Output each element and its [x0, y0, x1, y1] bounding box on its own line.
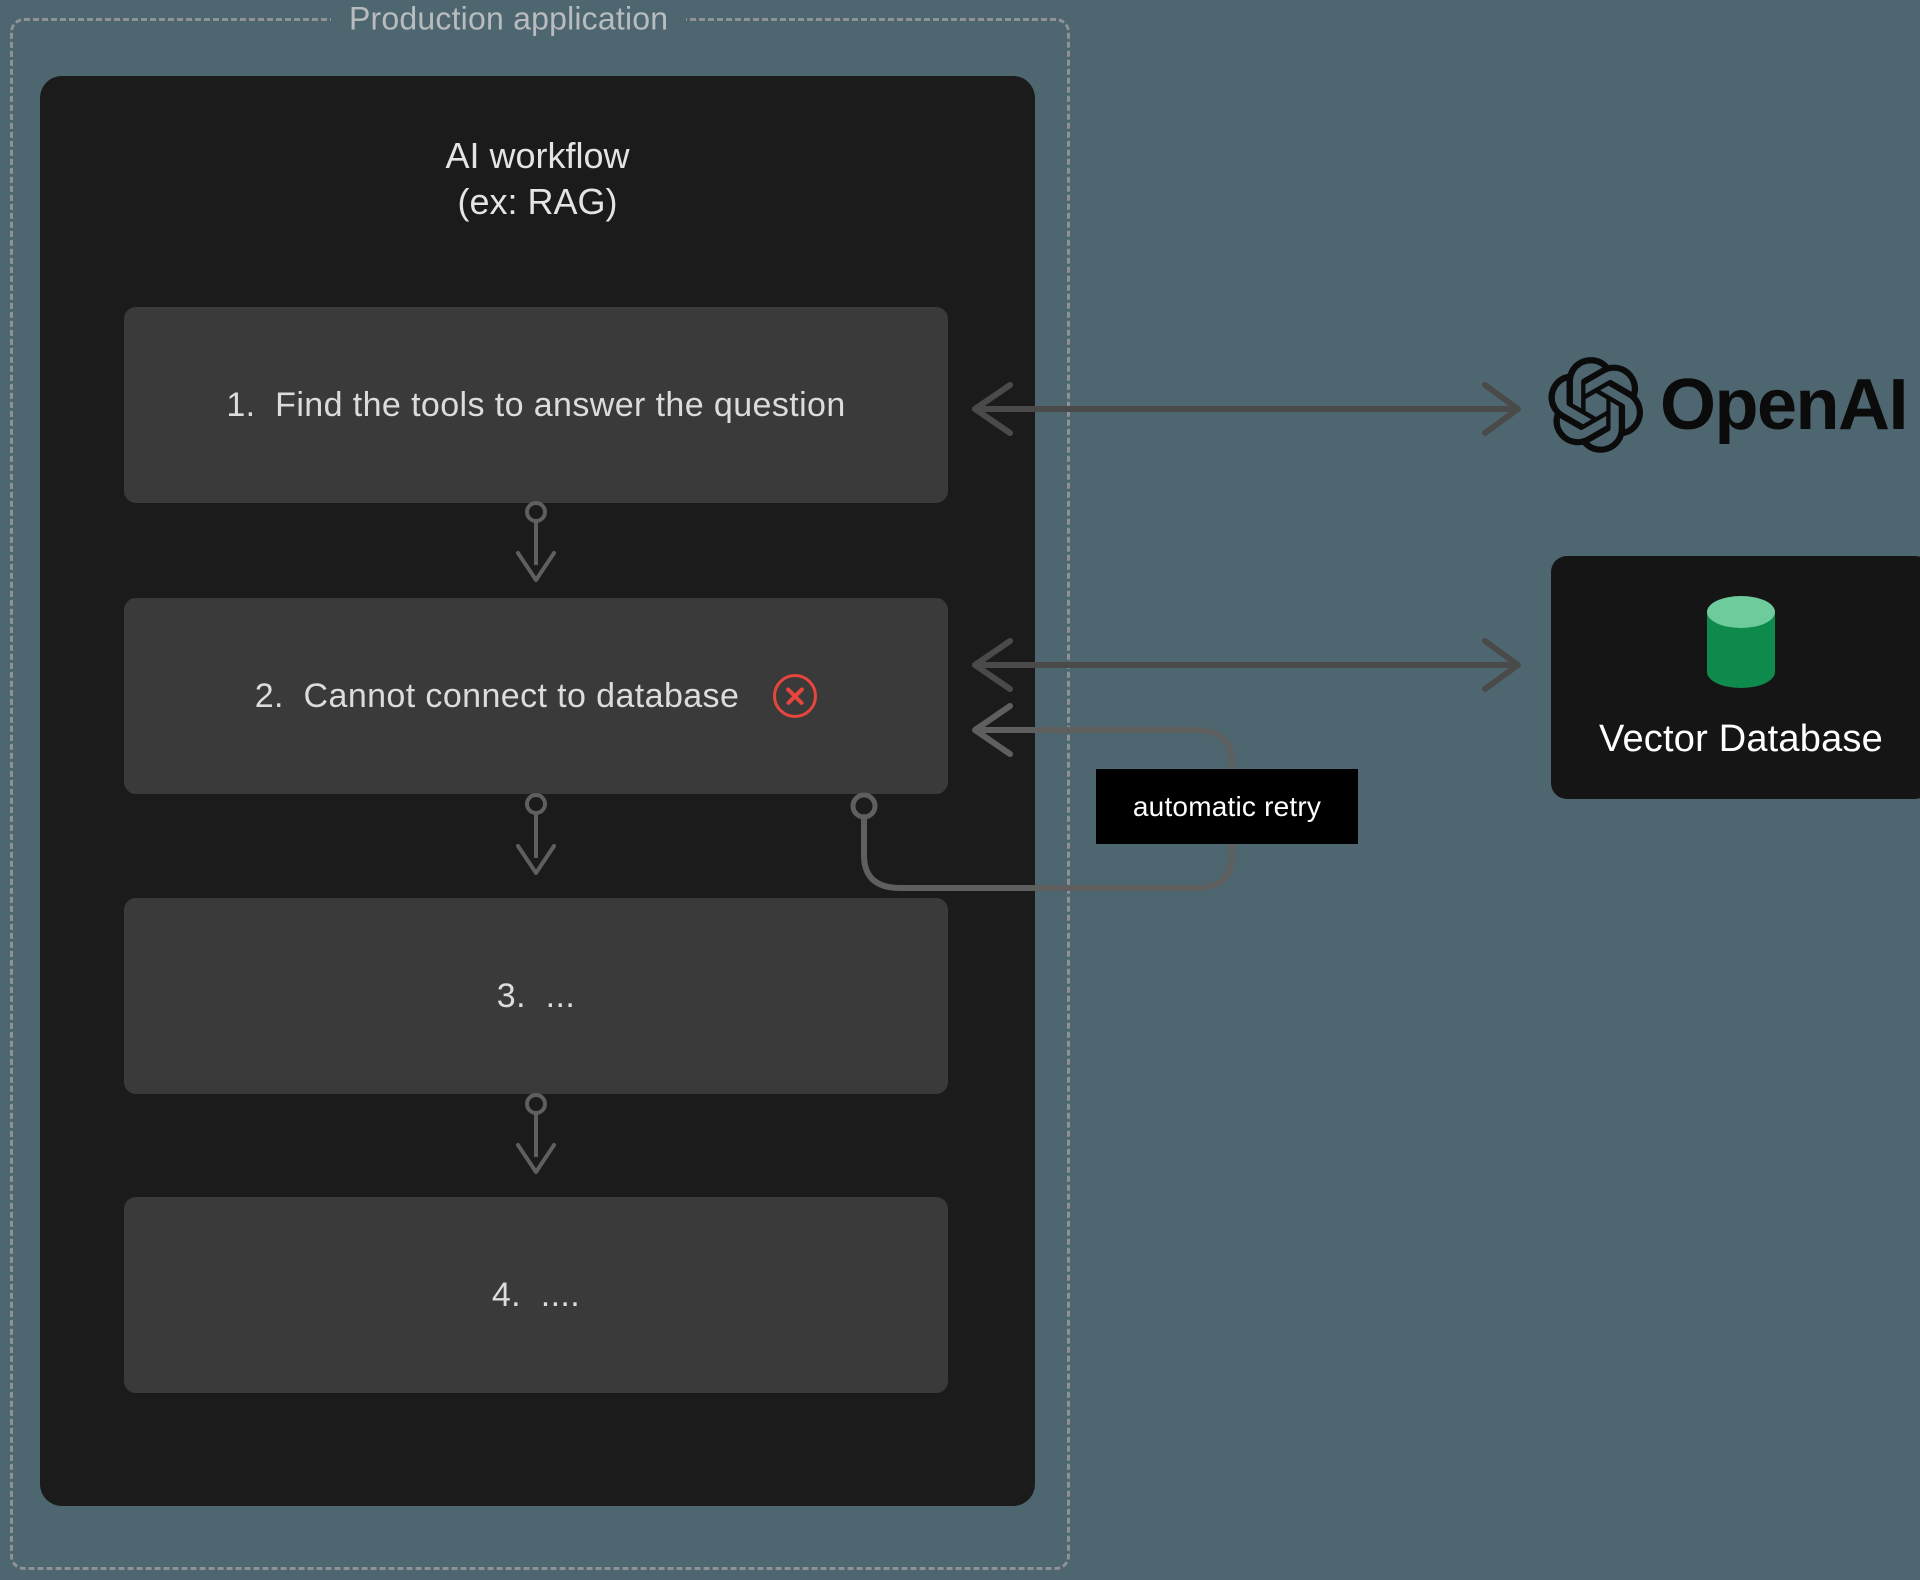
vector-database-label: Vector Database — [1599, 718, 1883, 760]
workflow-step-2[interactable]: 2. Cannot connect to database — [124, 598, 948, 794]
workflow-step-3-label: 3. ... — [496, 976, 576, 1015]
workflow-step-1[interactable]: 1. Find the tools to answer the question — [124, 307, 948, 503]
production-application-label: Production application — [331, 0, 687, 38]
workflow-step-2-label: 2. Cannot connect to database — [254, 676, 740, 715]
workflow-step-4-label: 4. .... — [491, 1275, 581, 1314]
openai-logo-icon — [1548, 357, 1644, 453]
workflow-step-4[interactable]: 4. .... — [124, 1197, 948, 1393]
workflow-step-3[interactable]: 3. ... — [124, 898, 948, 1094]
error-circle-x-icon — [773, 674, 818, 718]
database-cylinder-icon — [1707, 596, 1775, 688]
ai-workflow-title: AI workflow (ex: RAG) — [445, 135, 630, 222]
openai-wordmark: OpenAI — [1660, 365, 1909, 445]
openai-logo: OpenAI — [1548, 357, 1920, 453]
automatic-retry-label: automatic retry — [1132, 790, 1322, 822]
workflow-step-1-label: 1. Find the tools to answer the question — [226, 385, 846, 424]
vector-database-card[interactable]: Vector Database — [1551, 556, 1920, 799]
automatic-retry-tag: automatic retry — [1096, 769, 1358, 844]
